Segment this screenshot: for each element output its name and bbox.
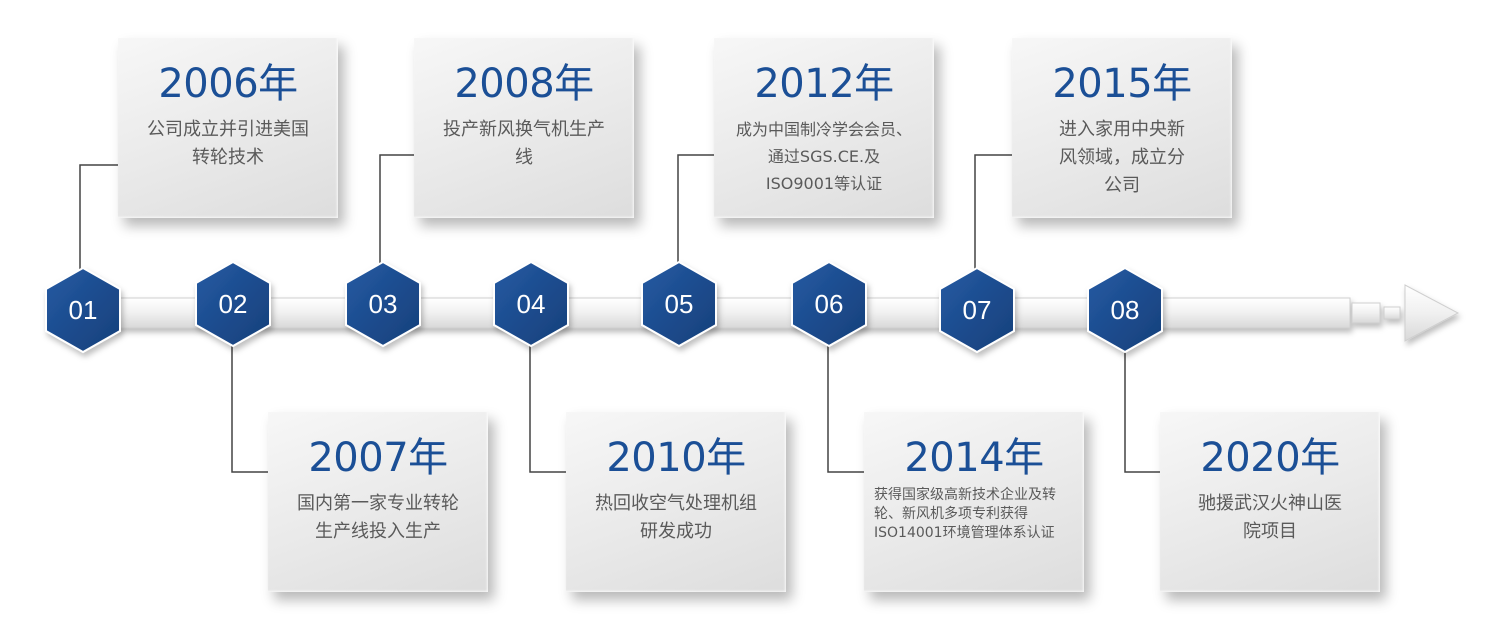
milestone-year: 2014年 (904, 435, 1044, 481)
milestone-card-2008: 2008年 投产新风换气机生产线 (414, 38, 634, 218)
connector-01 (79, 164, 118, 270)
milestone-desc: 热回收空气处理机组研发成功 (595, 493, 757, 542)
connector-08 (1124, 345, 1160, 473)
hexagon-marker-04 (493, 260, 569, 348)
milestone-desc: 获得国家级高新技术企业及转轮、新风机多项专利获得ISO14001环境管理体系认证 (874, 487, 1056, 541)
milestone-desc: 公司成立并引进美国转轮技术 (147, 119, 309, 168)
timeline-arrow (89, 284, 1460, 342)
hexagon-markers (45, 260, 1163, 354)
milestone-year: 2012年 (754, 61, 894, 107)
milestone-year: 2006年 (158, 61, 298, 107)
connector-03 (379, 154, 414, 270)
connector-04 (529, 345, 566, 473)
hexagon-marker-07 (939, 266, 1015, 354)
hexagon-marker-08 (1087, 266, 1163, 354)
milestone-card-2007: 2007年 国内第一家专业转轮生产线投入生产 (268, 412, 488, 592)
connector-06 (827, 345, 864, 473)
connector-lines (79, 154, 1160, 473)
connector-05 (677, 154, 714, 270)
milestone-year: 2015年 (1052, 61, 1192, 107)
connector-02 (231, 345, 268, 473)
milestone-desc: 成为中国制冷学会会员、通过SGS.CE.及ISO9001等认证 (735, 120, 912, 193)
milestone-desc: 投产新风换气机生产线 (443, 119, 605, 168)
hexagon-marker-05 (641, 260, 717, 348)
milestone-year: 2008年 (454, 61, 594, 107)
milestone-year: 2010年 (606, 435, 746, 481)
milestone-card-2006: 2006年 公司成立并引进美国转轮技术 (118, 38, 338, 218)
milestone-card-2012: 2012年 成为中国制冷学会会员、通过SGS.CE.及ISO9001等认证 (714, 38, 934, 218)
connector-07 (974, 154, 1012, 270)
milestone-card-2020: 2020年 驰援武汉火神山医院项目 (1160, 412, 1380, 592)
milestone-desc: 驰援武汉火神山医院项目 (1198, 493, 1342, 542)
hexagon-marker-02 (195, 260, 271, 348)
hexagon-marker-03 (345, 260, 421, 348)
milestone-year: 2007年 (308, 435, 448, 481)
milestone-year: 2020年 (1200, 435, 1340, 481)
milestone-card-2010: 2010年 热回收空气处理机组研发成功 (566, 412, 786, 592)
hexagon-marker-06 (791, 260, 867, 348)
milestone-card-2015: 2015年 进入家用中央新风领域，成立分公司 (1012, 38, 1232, 218)
hexagon-marker-01 (45, 266, 121, 354)
milestone-card-2014: 2014年 获得国家级高新技术企业及转轮、新风机多项专利获得ISO14001环境… (864, 412, 1084, 592)
milestone-desc: 国内第一家专业转轮生产线投入生产 (297, 493, 459, 542)
milestone-desc: 进入家用中央新风领域，成立分公司 (1059, 119, 1185, 196)
